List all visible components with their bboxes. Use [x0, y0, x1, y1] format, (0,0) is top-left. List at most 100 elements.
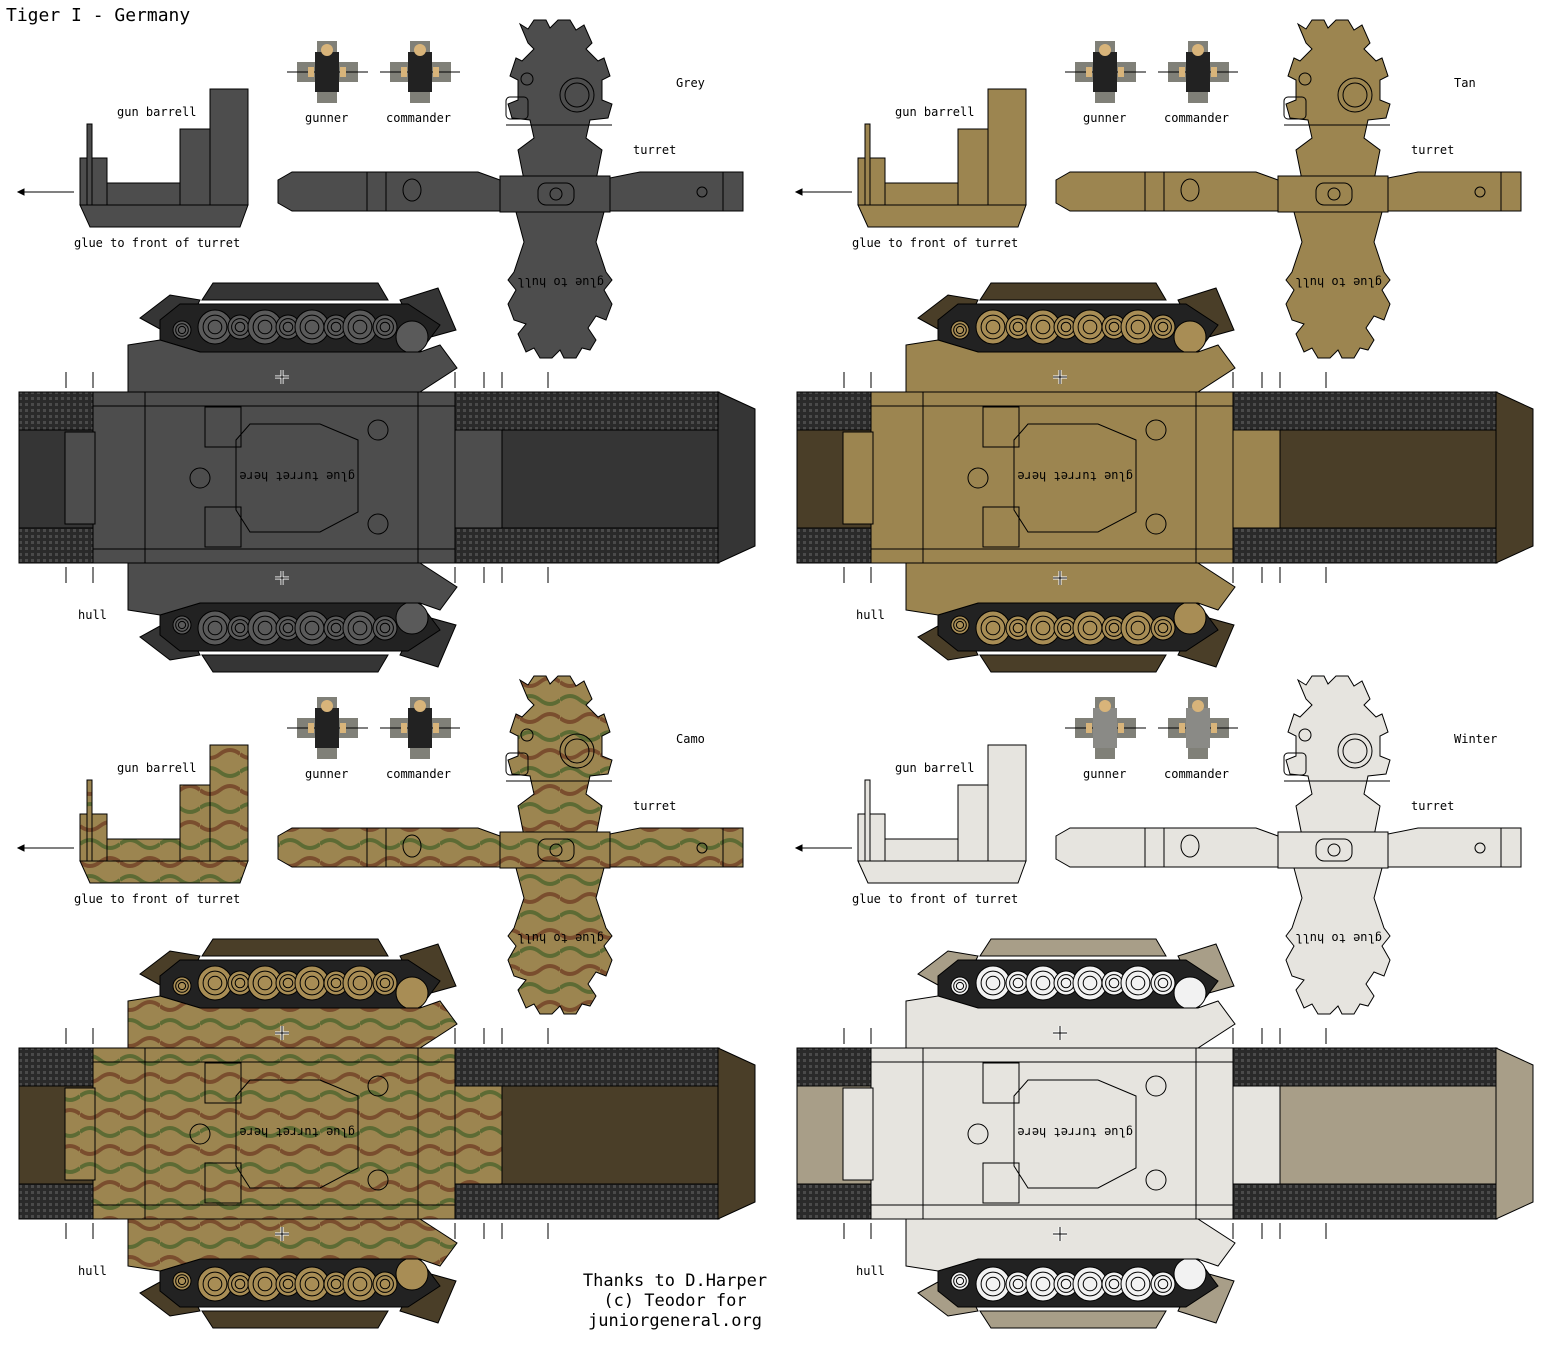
road-wheel	[234, 622, 246, 634]
road-wheel	[347, 970, 373, 996]
road-wheel	[953, 1274, 967, 1288]
road-wheel	[1012, 977, 1024, 989]
gun-barrel-label: gun barrell	[895, 761, 974, 775]
road-wheel	[257, 975, 273, 991]
upper-track-skirt	[127, 938, 458, 1049]
road-wheel	[955, 620, 965, 630]
road-wheel	[1035, 319, 1051, 335]
hull-label: hull	[856, 1264, 885, 1278]
credits: Thanks to D.Harper (c) Teodor for junior…	[583, 1271, 767, 1331]
road-wheel	[1035, 620, 1051, 636]
lower-track-skirt	[905, 562, 1236, 673]
road-wheel	[1082, 1276, 1098, 1292]
tank-panel-winter: gun barrell glue to front of turret gunn…	[794, 675, 1534, 1329]
road-wheel	[234, 321, 246, 333]
hull-piece	[796, 391, 1534, 564]
turret-piece	[1055, 675, 1522, 1015]
glue-turret-label: glue turret here	[1017, 1125, 1133, 1139]
road-wheel	[980, 970, 1006, 996]
road-wheel	[985, 620, 1001, 636]
color-variant-label: Grey	[676, 76, 705, 90]
hull-label: hull	[856, 608, 885, 622]
road-wheel	[352, 1276, 368, 1292]
hull-label: hull	[78, 608, 107, 622]
gunner-label: gunner	[1083, 767, 1126, 781]
commander-figure	[1158, 41, 1238, 103]
gun-barrel-label: gun barrell	[895, 105, 974, 119]
road-wheel	[175, 323, 189, 337]
road-wheel	[376, 318, 394, 336]
road-wheel	[376, 1275, 394, 1293]
commander-label: commander	[1164, 767, 1229, 781]
fold-marks	[65, 1028, 549, 1239]
road-wheel	[1060, 321, 1072, 333]
glue-hull-label: glue to hull	[1295, 275, 1382, 289]
fold-marks	[843, 1028, 1327, 1239]
gunner-label: gunner	[305, 111, 348, 125]
road-wheel	[980, 615, 1006, 641]
road-wheel	[1082, 975, 1098, 991]
road-wheel	[1125, 970, 1151, 996]
road-wheel	[1157, 977, 1169, 989]
road-wheel	[347, 1271, 373, 1297]
road-wheel	[1082, 319, 1098, 335]
road-wheel	[379, 1278, 391, 1290]
turret-label: turret	[633, 799, 676, 813]
turret-label: turret	[633, 143, 676, 157]
road-wheel	[202, 615, 228, 641]
road-wheel	[1125, 615, 1151, 641]
turret-label: turret	[1411, 143, 1454, 157]
road-wheel	[304, 975, 320, 991]
lower-track-skirt	[905, 1218, 1236, 1329]
road-wheel	[985, 319, 1001, 335]
road-wheel	[177, 325, 187, 335]
road-wheel	[379, 622, 391, 634]
road-wheel	[175, 1274, 189, 1288]
upper-track-skirt	[905, 938, 1236, 1049]
commander-figure	[380, 41, 460, 103]
road-wheel	[352, 620, 368, 636]
turret-piece	[1055, 19, 1522, 359]
road-wheel	[177, 620, 187, 630]
road-wheel	[1130, 1276, 1146, 1292]
road-wheel	[177, 981, 187, 991]
road-wheel	[207, 319, 223, 335]
lower-track-skirt	[127, 1218, 458, 1329]
road-wheel	[953, 323, 967, 337]
road-wheel	[330, 1278, 342, 1290]
fold-marks	[65, 372, 549, 583]
road-wheel	[955, 1276, 965, 1286]
road-wheel	[175, 618, 189, 632]
gunner-figure	[1065, 41, 1146, 103]
glue-hull-label: glue to hull	[1295, 931, 1382, 945]
road-wheel	[1012, 1278, 1024, 1290]
color-variant-label: Tan	[1454, 76, 1476, 90]
road-wheel	[1154, 974, 1172, 992]
road-wheel	[207, 1276, 223, 1292]
glue-turret-label: glue turret here	[239, 469, 355, 483]
sheet-title: Tiger I - Germany	[6, 5, 190, 26]
gunner-label: gunner	[1083, 111, 1126, 125]
turret-piece	[277, 19, 744, 359]
sprocket-wheel	[395, 320, 429, 354]
road-wheel	[1125, 1271, 1151, 1297]
upper-track-skirt	[127, 282, 458, 393]
glue-front-label: glue to front of turret	[74, 236, 240, 250]
arrow-icon	[794, 844, 803, 852]
credit-line: Thanks to D.Harper	[583, 1271, 767, 1291]
road-wheel	[980, 314, 1006, 340]
glue-front-label: glue to front of turret	[852, 236, 1018, 250]
road-wheel	[1154, 318, 1172, 336]
sprocket-wheel	[1173, 1257, 1207, 1291]
sprocket-wheel	[395, 976, 429, 1010]
commander-label: commander	[386, 767, 451, 781]
commander-label: commander	[386, 111, 451, 125]
arrow-icon	[16, 188, 25, 196]
sprocket-wheel	[395, 601, 429, 635]
credit-line: juniorgeneral.org	[588, 1311, 762, 1331]
road-wheel	[1012, 622, 1024, 634]
gun-barrel-piece	[16, 88, 249, 228]
gunner-figure	[287, 41, 368, 103]
road-wheel	[257, 319, 273, 335]
